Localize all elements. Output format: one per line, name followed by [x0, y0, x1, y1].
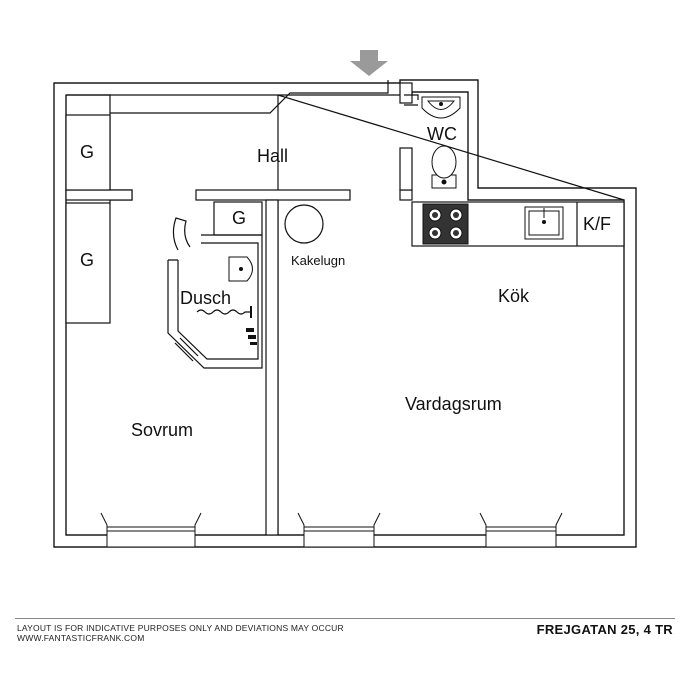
dusch-corner-2 — [179, 337, 199, 357]
dusch-corner-1 — [174, 342, 194, 362]
room-label-sovrum: Sovrum — [131, 420, 194, 440]
living-inner-wall — [278, 199, 625, 536]
room-label-kok: Kök — [498, 286, 530, 306]
wc-wall-left — [399, 147, 413, 191]
label-kf: K/F — [583, 214, 612, 234]
room-label-vardagsrum: Vardagsrum — [405, 394, 502, 414]
outer-wall-outer — [53, 79, 637, 548]
storage-closet-3 — [213, 201, 263, 236]
property-address: FREJGATAN 25, 4 TR — [536, 622, 673, 637]
footer-divider — [15, 618, 675, 619]
room-label-dusch: Dusch — [180, 288, 232, 308]
website-link[interactable]: WWW.FANTASTICFRANK.COM — [17, 633, 145, 643]
hall-top-wall — [110, 80, 389, 114]
shower-tap-icon — [246, 328, 257, 345]
hall-divider-left — [65, 189, 133, 201]
wc-door-wall — [404, 94, 419, 106]
room-label-hall: Hall — [257, 146, 289, 166]
footer-disclaimer: LAYOUT IS FOR INDICATIVE PURPOSES ONLY A… — [17, 623, 344, 643]
storage-closet-2 — [65, 202, 111, 324]
label-kakelugn: Kakelugn — [291, 253, 346, 268]
dusch-wall — [167, 234, 263, 369]
hall-divider-right — [399, 189, 413, 201]
kakelugn-icon — [284, 204, 324, 244]
toilet-icon — [431, 145, 457, 189]
storage-label-1: G — [80, 142, 95, 162]
outer-wall — [53, 79, 637, 548]
storage-label-2: G — [80, 250, 95, 270]
sink-icon — [228, 256, 253, 282]
storage-closet-1 — [65, 114, 111, 191]
wc-wall-left-top — [399, 82, 413, 104]
wc-sink-icon — [421, 96, 461, 119]
disclaimer-line-1: LAYOUT IS FOR INDICATIVE PURPOSES ONLY A… — [17, 623, 344, 633]
storage-label-3: G — [232, 208, 247, 228]
stove-icon — [422, 203, 469, 245]
kitchen-sink-icon — [524, 206, 564, 240]
room-label-wc: WC — [427, 124, 457, 144]
hall-divider-mid — [195, 189, 351, 201]
shower-curtain — [196, 309, 251, 315]
entry-arrow-icon — [350, 50, 388, 76]
interior-wall-vertical — [265, 199, 279, 536]
dusch-door-swing — [168, 217, 191, 261]
